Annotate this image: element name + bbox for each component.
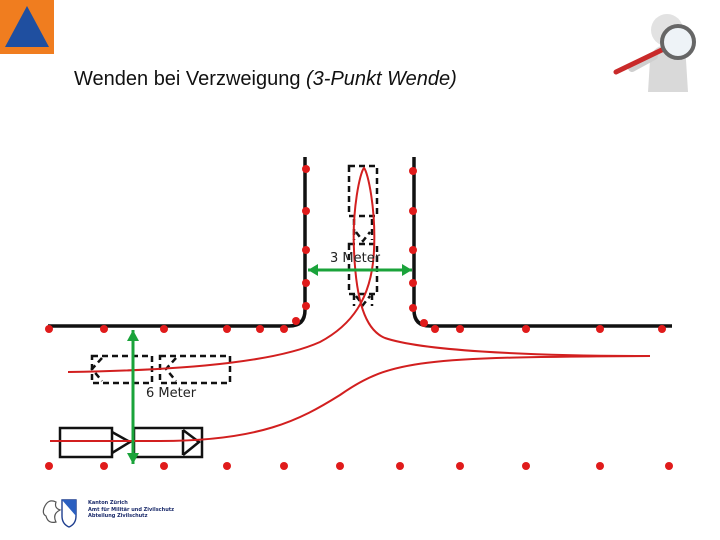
- vehicle-front-arrow: [181, 429, 202, 456]
- measure-arrow-down-left: [127, 453, 139, 464]
- vehicle-outline-middle-arrow: [164, 357, 177, 382]
- vehicle-outline-upper: [347, 164, 379, 218]
- path-three-point-turn: [67, 166, 651, 373]
- vehicle-front: [132, 426, 204, 459]
- footer-line-2: Amt für Militär und Zivilschutz: [88, 506, 175, 513]
- road-edge-top-left: [48, 157, 307, 328]
- title-main: Wenden bei Verzweigung: [74, 68, 307, 90]
- measure-label-left: 6 Meter: [146, 386, 197, 401]
- measure-arrow-left-top: [308, 264, 318, 276]
- vehicle-rear: [58, 426, 114, 459]
- page-title: Wenden bei Verzweigung (3-Punkt Wende): [74, 68, 457, 91]
- footer-line-3: Abteilung Zivilschutz: [88, 513, 148, 519]
- footer-text: Kanton Zürich Amt für Militär und Zivils…: [88, 500, 174, 520]
- civil-protection-logo: [0, 0, 54, 54]
- measure-arrow-up-left: [127, 330, 139, 341]
- vehicle-outline-left-arrow: [90, 357, 103, 382]
- footer-line-1: Kanton Zürich: [88, 500, 128, 506]
- measure-label-top: 3 Meter: [330, 251, 381, 266]
- vehicle-outline-upper-arrow: [352, 219, 374, 244]
- vehicle-outline-middle: [158, 354, 232, 385]
- cone-markers: [45, 165, 673, 470]
- canton-zurich-logo: [42, 499, 77, 528]
- vehicle-outline-lower-arrow: [352, 294, 374, 308]
- measure-arrow-right-top: [402, 264, 412, 276]
- road-edge-top-right: [412, 157, 672, 328]
- title-italic: (3-Punkt Wende): [306, 68, 457, 90]
- vehicle-rear-connector: [111, 430, 133, 455]
- magnifier-figure-icon: [613, 14, 696, 92]
- path-entry-lower: [50, 355, 651, 442]
- blue-triangle-icon: [5, 6, 49, 47]
